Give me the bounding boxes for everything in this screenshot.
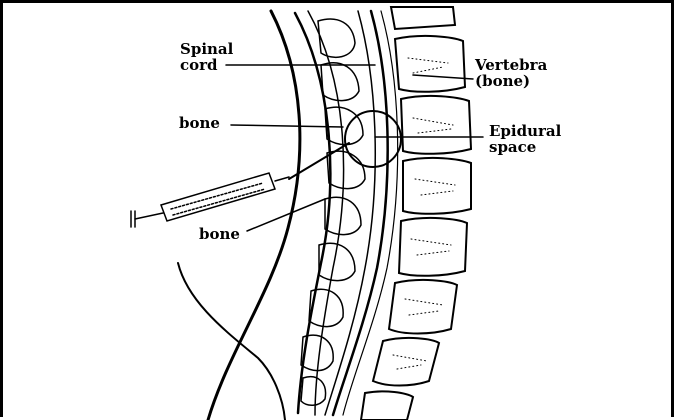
epidural-highlight-circle <box>345 111 401 167</box>
label-vertebra: Vertebra (bone) <box>475 57 547 89</box>
label-vertebra-line2: (bone) <box>475 73 547 89</box>
syringe <box>131 143 349 227</box>
label-epidural-line1: Epidural <box>489 123 561 139</box>
label-bone-lower: bone <box>199 226 240 242</box>
label-epidural-line2: space <box>489 139 561 155</box>
label-bone-upper: bone <box>179 115 220 131</box>
label-vertebra-line1: Vertebra <box>475 57 547 73</box>
label-spinal-cord-line1: Spinal <box>180 41 233 57</box>
canal-line-2 <box>308 11 344 415</box>
skin-line-lower <box>178 263 285 420</box>
label-spinal-cord: Spinal cord <box>180 41 233 73</box>
label-epidural-space: Epidural space <box>489 123 561 155</box>
leader-bone-lower <box>247 199 325 231</box>
spine-illustration <box>3 3 674 420</box>
vertebral-bodies <box>361 7 471 420</box>
label-spinal-cord-line2: cord <box>180 57 233 73</box>
